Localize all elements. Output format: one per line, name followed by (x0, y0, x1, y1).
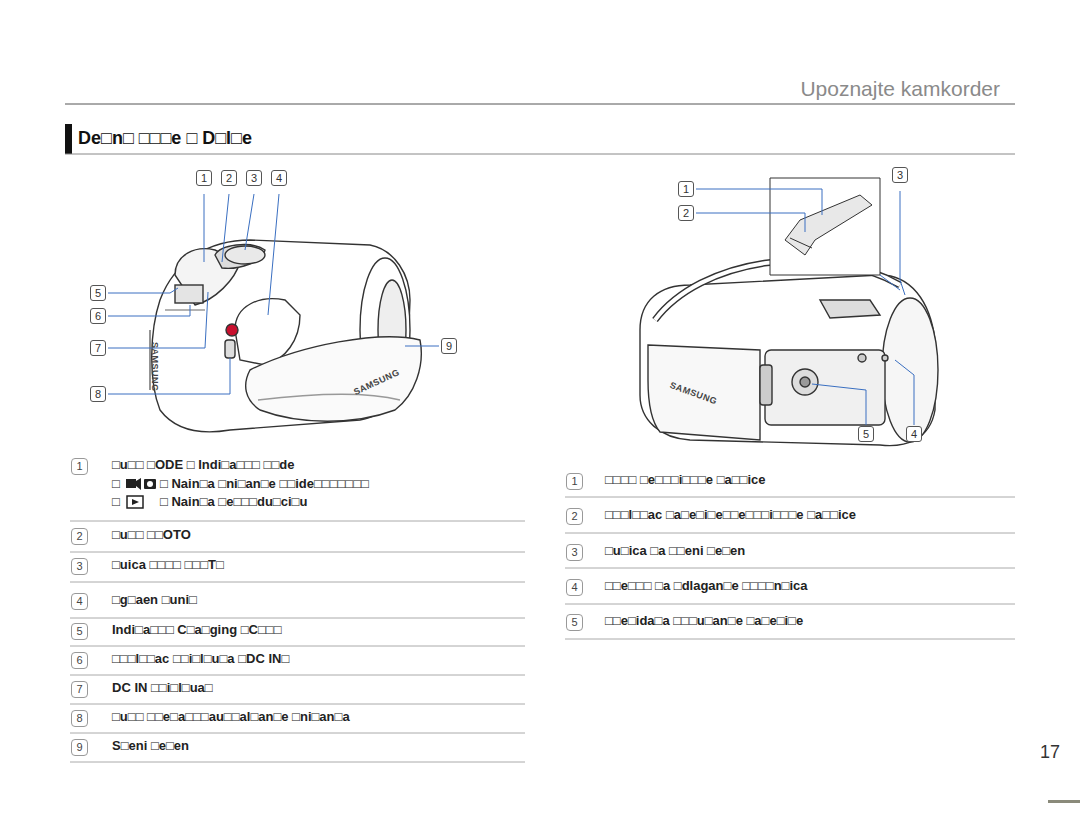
brand-logo: SAMSUNG (150, 342, 160, 392)
table-number: 5 (71, 623, 88, 640)
table-cell: □u□□ □□OTO (112, 528, 191, 543)
table-cell: □g□aen □uni□ (112, 593, 197, 608)
table-cell: □ Nain□a □ni□an□e □□ide□□□□□□□ (160, 477, 369, 492)
section-title: De□n□ □□□e □ D□l□e (78, 128, 252, 149)
callout-number: 6 (90, 308, 106, 324)
table-number: 3 (71, 558, 88, 575)
table-number: 2 (71, 528, 88, 545)
table-cell: □ (112, 477, 120, 492)
table-cell: Indi□a□□□ C□a□ging □C□□□ (112, 623, 282, 638)
table-number: 4 (71, 593, 88, 610)
table-number: 2 (566, 508, 583, 525)
callout-number: 3 (892, 167, 908, 183)
table-number: 1 (71, 458, 88, 475)
header-rule (65, 104, 1015, 105)
callout-number: 5 (90, 285, 106, 301)
table-cell: □□□l□□ac □a□e□i□e□□e□□□i□□□e □a□□ice (605, 508, 856, 523)
table-cell: □□e□ida□a □□□u□an□e □a□e□i□e (605, 614, 803, 629)
table-cell: S□eni □e□en (112, 739, 189, 754)
slot-inset (770, 178, 880, 275)
table-number: 6 (71, 652, 88, 669)
table-number: 4 (566, 579, 583, 596)
camcorder-front-view (150, 240, 421, 432)
page-number: 17 (1040, 742, 1060, 763)
table-cell: □ Nain□a □e□□□du□ci□u (160, 495, 307, 510)
table-cell: □u□ica □a □□eni □e□en (605, 544, 745, 559)
leader-lines-left (108, 194, 439, 394)
table-cell: □ (112, 495, 120, 510)
title-bar (65, 124, 72, 154)
table-cell: □□e□□□ □a □dlagan□e □□□□n□ica (605, 579, 808, 594)
table-number: 5 (566, 614, 583, 631)
table-number: 8 (71, 710, 88, 727)
table-cell: □□□l□□ac □□i□l□u□a □DC IN□ (112, 652, 289, 667)
table-number: 9 (71, 739, 88, 756)
table-rules (70, 497, 1015, 762)
callout-number: 2 (221, 170, 237, 186)
callout-number: 8 (90, 386, 106, 402)
callout-number: 4 (271, 170, 287, 186)
brand-logo: SAMSUNG (668, 380, 718, 407)
title-rule (65, 154, 1015, 155)
table-cell: DC IN □□i□l□ua□ (112, 681, 213, 696)
callout-number: 5 (858, 426, 874, 442)
callout-number: 2 (678, 205, 694, 221)
running-header: Upoznajte kamkorder (800, 77, 1000, 101)
table-number: 3 (566, 544, 583, 561)
table-number: 1 (566, 473, 583, 490)
table-cell: □□□□ □e□□□i□□□e □a□□ice (605, 473, 766, 488)
brand-logo: SAMSUNG (352, 367, 401, 397)
table-number: 7 (71, 681, 88, 698)
callout-number: 1 (678, 181, 694, 197)
callout-number: 1 (196, 170, 212, 186)
mode-icons (126, 478, 156, 508)
callout-number: 7 (90, 340, 106, 356)
callout-number: 4 (906, 426, 922, 442)
table-cell: □uica □□□□ □□□T□ (112, 558, 224, 573)
page-corner-bar (1048, 800, 1080, 803)
camcorder-bottom-view (640, 260, 938, 445)
leader-lines-right (696, 189, 914, 425)
table-cell: □u□□ □□e□a□□□au□□al□an□e □ni□an□a (112, 710, 350, 725)
table-cell: □u□□ □ODE □ Indi□a□□□ □□de (112, 458, 294, 473)
callout-number: 9 (441, 338, 457, 354)
callout-number: 3 (246, 170, 262, 186)
